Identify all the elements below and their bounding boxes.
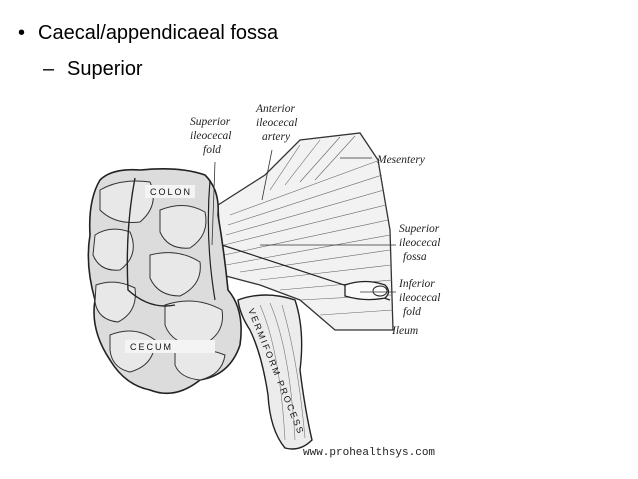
label-anterior-artery-2: ileocecal: [256, 117, 298, 129]
label-superior-fold-2: ileocecal: [190, 130, 232, 142]
heading-text: Caecal/appendicaeal fossa: [38, 22, 279, 44]
label-anterior-artery-1: Anterior: [255, 103, 295, 115]
colon-cecum: [87, 167, 242, 395]
label-inferior-fold-1: Inferior: [398, 278, 435, 290]
watermark-text: www.prohealthsys.com: [303, 447, 435, 459]
label-mesentery: Mesentery: [376, 154, 426, 166]
label-cecum: CECUM: [130, 342, 173, 352]
subheading-text: Superior: [67, 58, 143, 80]
vermiform-process: [237, 294, 313, 450]
label-ileum: Ileum: [391, 325, 418, 337]
label-superior-fold-3: fold: [203, 144, 221, 156]
bullet-subheading: –Superior: [43, 57, 143, 81]
bullet-heading: • Caecal/appendicaeal fossa: [18, 21, 278, 45]
label-superior-fossa-3: fossa: [403, 251, 427, 263]
sub-bullet-marker: –: [43, 58, 55, 80]
mesentery-sheet: [217, 132, 394, 331]
label-anterior-artery-3: artery: [262, 131, 291, 143]
leader-lines: [211, 149, 396, 331]
label-superior-fossa-2: ileocecal: [399, 237, 441, 249]
bullet-marker: •: [18, 22, 26, 44]
label-superior-fossa-1: Superior: [399, 223, 440, 235]
ileum: [344, 280, 390, 301]
label-inferior-fold-3: fold: [403, 306, 421, 318]
label-colon: COLON: [150, 187, 192, 197]
label-superior-fold-1: Superior: [190, 116, 231, 128]
label-inferior-fold-2: ileocecal: [399, 292, 441, 304]
